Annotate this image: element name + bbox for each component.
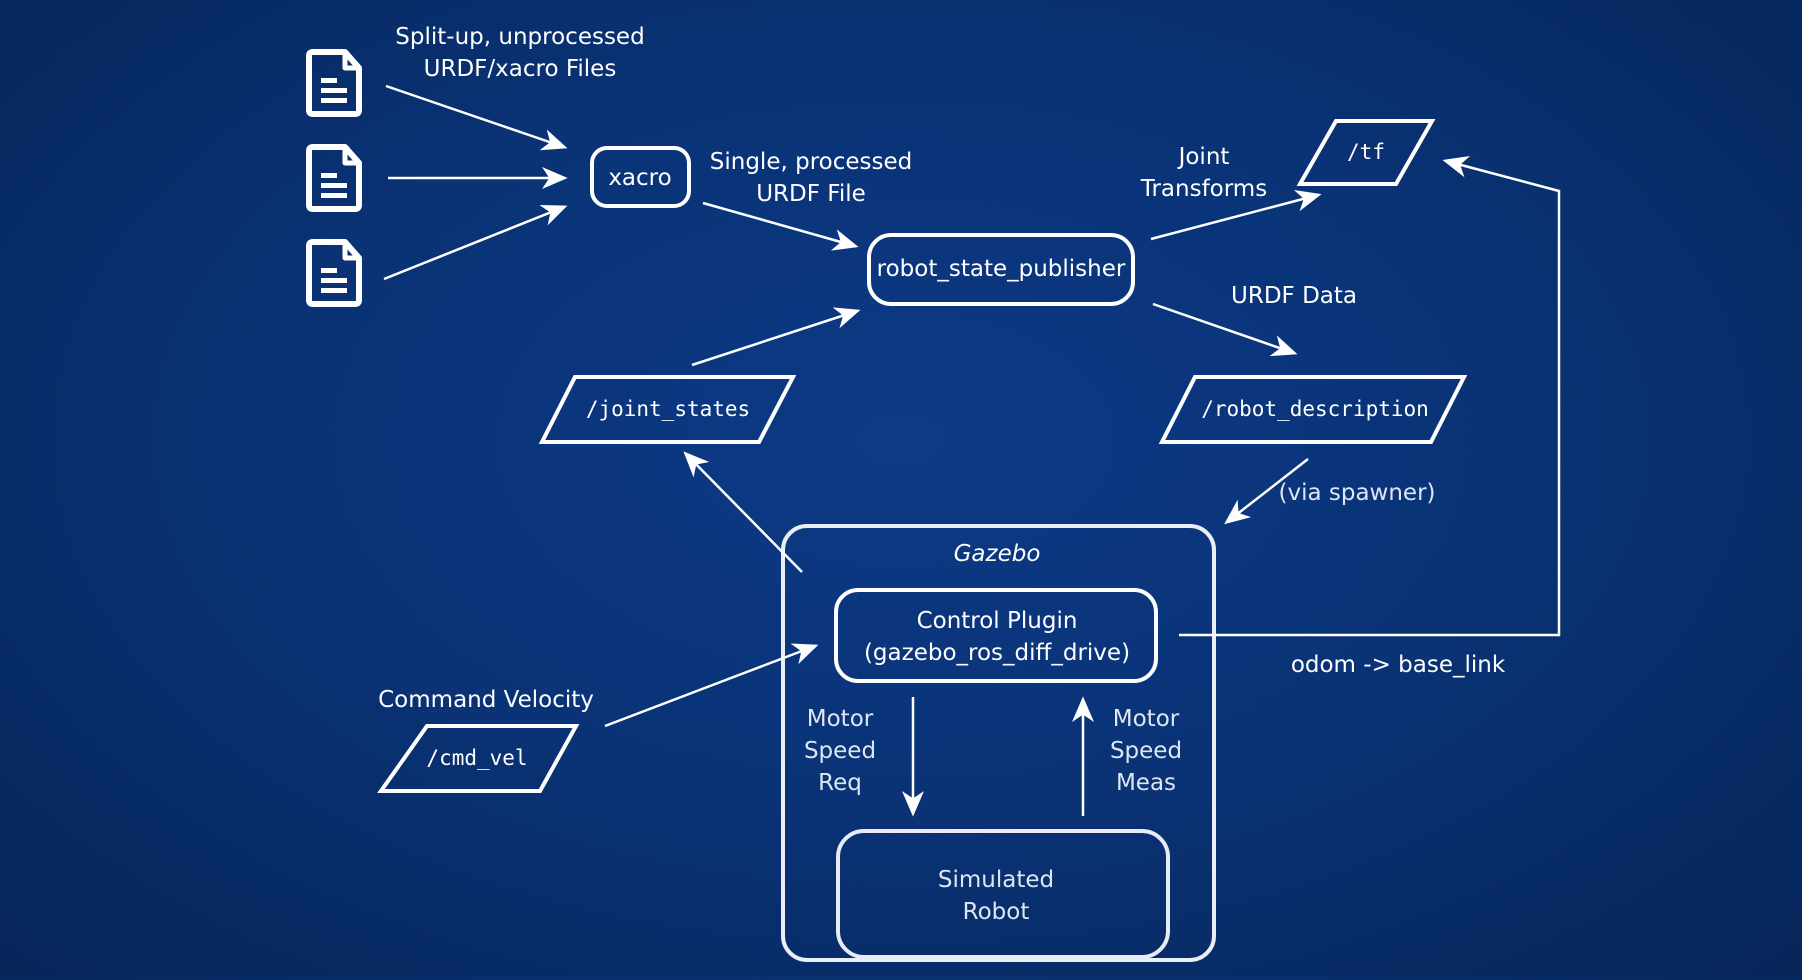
- control-plugin-node: [834, 588, 1158, 683]
- motor-speed-meas-line1: Motor: [1113, 706, 1180, 732]
- simulated-robot-line1: Simulated: [938, 867, 1054, 893]
- arrow-control-plugin-to-tf: [1179, 156, 1561, 637]
- motor-speed-req-line2: Speed: [804, 738, 876, 764]
- tf-topic-label: /tf: [1347, 140, 1385, 164]
- document-icon: [306, 239, 362, 307]
- motor-speed-meas-line2: Speed: [1110, 738, 1182, 764]
- arrow-joint-states-to-rsp: [691, 307, 861, 367]
- arrow-rsp-to-tf: [1150, 189, 1322, 241]
- command-velocity-label: Command Velocity: [378, 687, 594, 713]
- xacro-label: xacro: [608, 165, 671, 191]
- robot-description-label: /robot_description: [1201, 397, 1429, 421]
- arrow-rsp-to-robot-description: [1152, 302, 1298, 357]
- arrow-cmd-vel-to-control-plugin: [604, 643, 819, 728]
- processed-label-line1: Single, processed: [710, 149, 912, 175]
- motor-speed-req-line3: Req: [818, 770, 862, 796]
- arrow-file3-to-xacro: [383, 204, 568, 281]
- tf-topic: [1296, 119, 1436, 186]
- xacro-node: [590, 146, 691, 208]
- gazebo-label: Gazebo: [954, 541, 1041, 567]
- files-label-line1: Split-up, unprocessed: [395, 24, 644, 50]
- cmd-vel-topic: [377, 724, 580, 793]
- simulated-robot-node: [836, 829, 1170, 959]
- joint-transforms-line1: Joint: [1177, 144, 1230, 170]
- arrow-robot-description-to-gazebo: [1224, 458, 1309, 525]
- arrow-file1-to-xacro: [385, 84, 568, 151]
- via-spawner-label: (via spawner): [1278, 480, 1435, 506]
- arrow-gazebo-to-joint-states: [683, 451, 803, 573]
- joint-transforms-line2: Transforms: [1140, 176, 1267, 202]
- processed-label-line2: URDF File: [756, 181, 866, 207]
- robot-description-topic: [1158, 375, 1468, 444]
- odom-label: odom -> base_link: [1291, 652, 1506, 678]
- control-plugin-line1: Control Plugin: [917, 608, 1078, 634]
- joint-states-label: /joint_states: [586, 397, 750, 421]
- document-icon: [306, 144, 362, 212]
- document-icon: [306, 49, 362, 117]
- motor-speed-meas-line3: Meas: [1116, 770, 1176, 796]
- robot-state-publisher-node: [867, 233, 1135, 306]
- simulated-robot-line2: Robot: [963, 899, 1030, 925]
- rsp-label: robot_state_publisher: [877, 256, 1126, 282]
- motor-speed-req-line1: Motor: [807, 706, 874, 732]
- gazebo-container: [781, 524, 1216, 962]
- joint-states-topic: [538, 375, 797, 444]
- urdf-data-label: URDF Data: [1231, 283, 1357, 309]
- files-label-line2: URDF/xacro Files: [424, 56, 617, 82]
- control-plugin-line2: (gazebo_ros_diff_drive): [864, 640, 1130, 666]
- cmd-vel-label: /cmd_vel: [426, 746, 527, 770]
- arrow-xacro-to-rsp: [702, 201, 859, 251]
